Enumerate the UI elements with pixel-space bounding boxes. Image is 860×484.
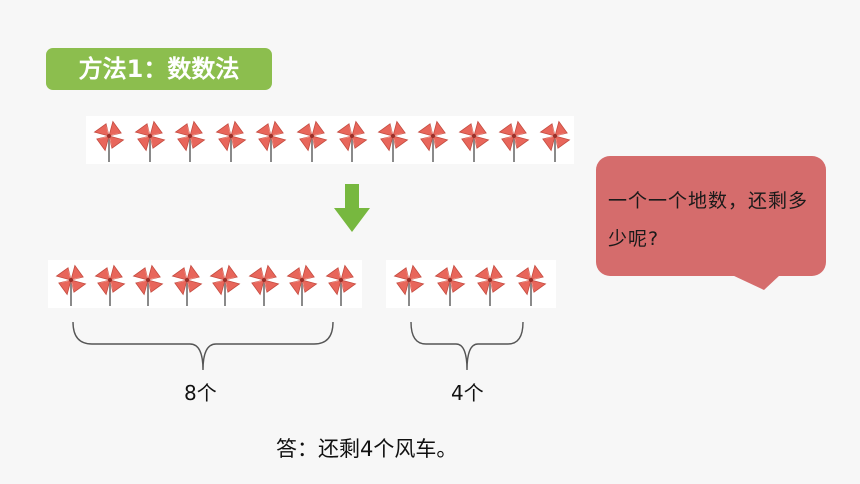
pinwheel-icon [286, 264, 318, 306]
pinwheel-icon [94, 264, 125, 306]
pinwheel-icon [458, 120, 489, 162]
pinwheel-icon [171, 264, 202, 306]
pinwheel-icon [255, 120, 287, 162]
pinwheel-icon [132, 264, 164, 306]
method-title-badge: 方法1：数数法 [46, 48, 272, 90]
pinwheel-group-8 [48, 260, 362, 308]
pinwheel-icon [55, 264, 87, 306]
brace-group-8 [70, 318, 336, 378]
count-label-8: 8个 [184, 381, 217, 405]
count-label-4: 4个 [451, 381, 484, 405]
pinwheel-icon [515, 264, 546, 306]
speech-bubble-text: 一个一个地数，还剩多少呢? [608, 190, 809, 250]
pinwheel-icon [215, 120, 246, 162]
pinwheel-icon [134, 120, 165, 162]
pinwheel-icon [93, 120, 125, 162]
brace-group-4 [408, 318, 526, 378]
pinwheel-icon [248, 264, 279, 306]
method-title-text: 方法1：数数法 [78, 55, 240, 83]
pinwheel-group-4 [386, 260, 556, 308]
pinwheel-row-all [86, 116, 574, 164]
pinwheel-icon [417, 120, 449, 162]
pinwheel-icon [498, 120, 530, 162]
pinwheel-icon [209, 264, 241, 306]
answer-text: 答：还剩4个风车。 [276, 437, 458, 461]
pinwheel-icon [434, 264, 465, 306]
pinwheel-icon [325, 264, 356, 306]
pinwheel-icon [174, 120, 206, 162]
pinwheel-icon [539, 120, 570, 162]
pinwheel-icon [377, 120, 408, 162]
pinwheel-icon [296, 120, 327, 162]
speech-bubble [596, 156, 830, 300]
pinwheel-icon [393, 264, 425, 306]
pinwheel-icon [336, 120, 368, 162]
pinwheel-icon [474, 264, 506, 306]
down-arrow-icon [332, 184, 372, 238]
